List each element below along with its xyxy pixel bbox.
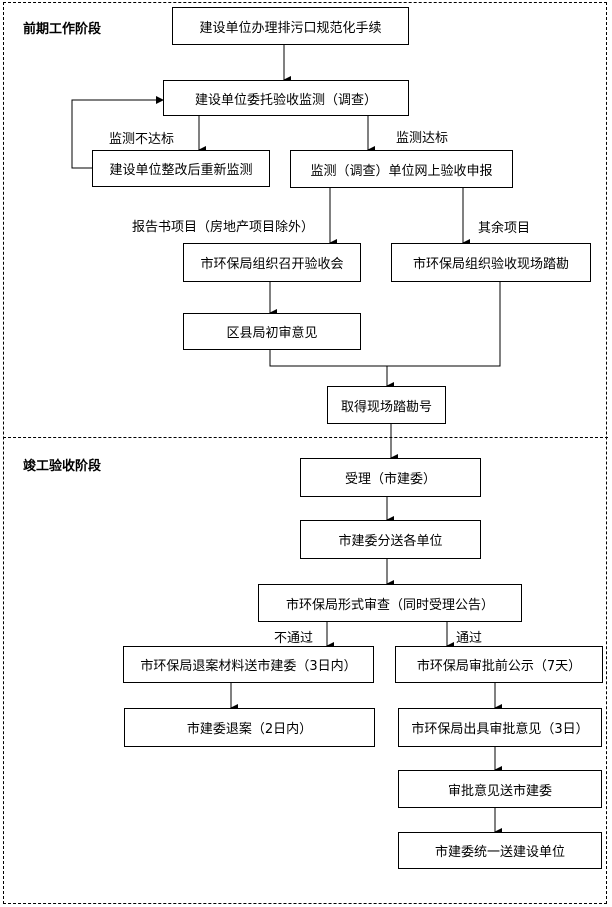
step-deliver-unit: 市建委统一送建设单位 — [398, 832, 602, 869]
label-not-passed: 不通过 — [274, 631, 314, 646]
step-accept: 受理（市建委） — [300, 458, 481, 497]
step-public-notice: 市环保局审批前公示（7天） — [395, 646, 603, 683]
step-approval-opinion: 市环保局出具审批意见（3日） — [398, 708, 602, 747]
step-acceptance-meeting: 市环保局组织召开验收会 — [183, 243, 361, 282]
step-rectify-remonitor: 建设单位整改后重新监测 — [92, 150, 270, 187]
label-passed: 通过 — [456, 631, 483, 646]
label-fail: 监测不达标 — [109, 132, 175, 147]
step-return-case: 市建委退案（2日内） — [124, 708, 375, 747]
step-commission-monitoring: 建设单位委托验收监测（调查） — [163, 80, 409, 116]
step-pollution-outlet: 建设单位办理排污口规范化手续 — [172, 7, 409, 45]
label-report-projects: 报告书项目（房地产项目除外） — [132, 220, 315, 235]
stage-label-completion: 竣工验收阶段 — [23, 459, 102, 474]
label-pass: 监测达标 — [396, 131, 449, 146]
step-district-review: 区县局初审意见 — [183, 313, 361, 350]
stage-divider — [3, 437, 608, 438]
step-return-materials: 市环保局退案材料送市建委（3日内） — [123, 646, 374, 683]
join-b7-b6 — [269, 282, 501, 367]
step-site-inspection: 市环保局组织验收现场踏勘 — [391, 243, 591, 282]
label-other-projects: 其余项目 — [478, 221, 531, 236]
stage-frame — [3, 2, 607, 904]
loop-b3-b2 — [71, 96, 164, 169]
step-inspection-number: 取得现场踏勘号 — [327, 386, 446, 424]
step-online-declaration: 监测（调查）单位网上验收申报 — [290, 150, 513, 188]
stage-label-pre: 前期工作阶段 — [23, 22, 102, 37]
step-distribute: 市建委分送各单位 — [300, 520, 481, 559]
step-formal-review: 市环保局形式审查（同时受理公告） — [258, 584, 522, 622]
step-send-opinion: 审批意见送市建委 — [398, 770, 602, 808]
